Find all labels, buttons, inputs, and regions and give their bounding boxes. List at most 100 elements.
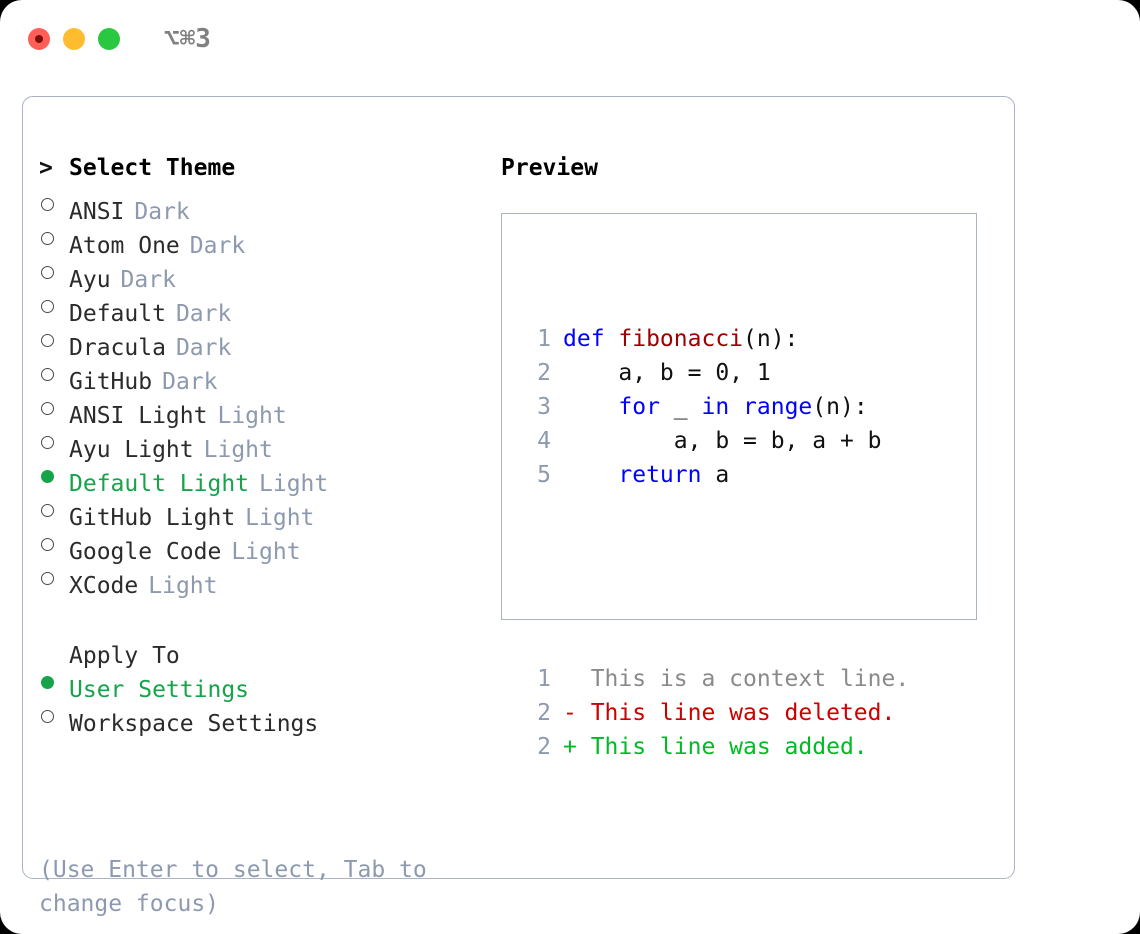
theme-option-variant-label: Light xyxy=(245,505,315,531)
diff-sample: 1 This is a context line. 2 - This line wa… xyxy=(521,662,909,764)
theme-list-header: > Select Theme xyxy=(39,151,489,185)
apply-to-header: Apply To xyxy=(39,629,489,669)
minimize-button[interactable] xyxy=(63,28,85,50)
code-text: def fibonacci(n): xyxy=(563,322,798,356)
theme-option-label: Ayu xyxy=(69,267,111,293)
theme-option-label: Default Light xyxy=(69,471,250,497)
code-line: 3 for _ in range(n): xyxy=(521,390,909,424)
apply-to-option-user-settings[interactable]: User Settings xyxy=(39,663,489,703)
theme-option-variant-label: Light xyxy=(231,539,301,565)
diff-line-deleted: 2 - This line was deleted. xyxy=(521,696,909,730)
radio-unselected-icon xyxy=(39,253,69,287)
theme-option-variant-label: Light xyxy=(203,437,273,463)
code-token-keyword: for xyxy=(618,394,660,420)
window-controls xyxy=(28,28,120,50)
code-blank-line xyxy=(521,560,909,594)
line-number: 1 xyxy=(537,326,551,352)
radio-unselected-icon xyxy=(39,697,69,731)
code-token-plain: a, b = 0, 1 xyxy=(563,360,771,386)
theme-option-ansi-light[interactable]: ANSI Light Light xyxy=(39,389,489,429)
theme-option-variant-label: Dark xyxy=(189,233,246,259)
theme-option-atom-one[interactable]: Atom One Dark xyxy=(39,219,489,259)
diff-line-added: 2 + This line was added. xyxy=(521,730,909,764)
keyboard-hint-text: (Use Enter to select, Tab to change focu… xyxy=(39,857,441,917)
theme-option-label: ANSI Light xyxy=(69,403,208,429)
code-token-plain: _ xyxy=(659,394,702,420)
radio-selected-icon xyxy=(39,663,69,697)
code-line: 2 a, b = 0, 1 xyxy=(521,356,909,390)
theme-option-label: Atom One xyxy=(69,233,180,259)
radio-unselected-icon xyxy=(39,423,69,457)
theme-option-ansi[interactable]: ANSI Dark xyxy=(39,185,489,225)
titlebar: ⌥⌘3 xyxy=(0,0,1140,78)
code-token-plain: (n): xyxy=(743,326,799,352)
line-number: 2 xyxy=(537,734,551,760)
keyboard-shortcut-label: ⌥⌘3 xyxy=(164,24,211,54)
code-text: return a xyxy=(563,458,729,492)
code-token-keyword: in xyxy=(701,394,730,420)
theme-option-variant-label: Light xyxy=(259,471,329,497)
line-number: 5 xyxy=(537,462,551,488)
apply-to-option-workspace-settings[interactable]: Workspace Settings xyxy=(39,697,489,737)
radio-unselected-icon xyxy=(39,491,69,525)
theme-option-label: XCode xyxy=(69,573,139,599)
code-token-plain: a, b = b, a + b xyxy=(563,428,882,454)
code-line: 4 a, b = b, a + b xyxy=(521,424,909,458)
code-token-plain xyxy=(563,462,618,488)
diff-text: This is a context line. xyxy=(563,666,910,692)
diff-line-context: 1 This is a context line. xyxy=(521,662,909,696)
line-number: 3 xyxy=(537,394,551,420)
theme-option-default[interactable]: Default Dark xyxy=(39,287,489,327)
theme-option-variant-label: Dark xyxy=(134,199,190,225)
theme-option-label: ANSI xyxy=(69,199,125,225)
diff-text: - This line was deleted. xyxy=(563,700,896,726)
close-button[interactable] xyxy=(28,28,50,50)
radio-selected-icon xyxy=(39,457,69,491)
diff-text: + This line was added. xyxy=(563,734,868,760)
code-token-plain xyxy=(729,394,743,420)
line-number: 2 xyxy=(537,700,551,726)
theme-option-variant-label: Dark xyxy=(175,301,232,327)
theme-option-xcode[interactable]: XCode Light xyxy=(39,559,489,599)
line-number: 1 xyxy=(537,666,551,692)
theme-option-label: Dracula xyxy=(69,335,166,361)
theme-option-label: GitHub xyxy=(69,369,153,395)
radio-unselected-icon xyxy=(39,389,69,423)
line-number: 2 xyxy=(537,360,551,386)
radio-unselected-icon xyxy=(39,287,69,321)
theme-option-variant-label: Dark xyxy=(120,267,176,293)
caret-icon: > xyxy=(39,155,53,181)
theme-option-variant-label: Light xyxy=(148,573,218,599)
radio-unselected-icon xyxy=(39,355,69,389)
code-text: a, b = b, a + b xyxy=(563,424,882,458)
theme-option-variant-label: Light xyxy=(217,403,287,429)
code-token-keyword: return xyxy=(618,462,702,488)
code-token-keyword: range xyxy=(743,394,813,420)
apply-to-header-marker xyxy=(39,629,69,663)
code-token-function: fibonacci xyxy=(618,326,744,352)
code-text: for _ in range(n): xyxy=(563,390,867,424)
theme-option-label: Default xyxy=(69,301,166,327)
radio-unselected-icon xyxy=(39,219,69,253)
radio-unselected-icon xyxy=(39,525,69,559)
theme-option-default-light[interactable]: Default Light Light xyxy=(39,457,489,497)
maximize-button[interactable] xyxy=(98,28,120,50)
code-token-plain: a xyxy=(701,462,730,488)
theme-option-ayu[interactable]: Ayu Dark xyxy=(39,253,489,293)
code-line: 5 return a xyxy=(521,458,909,492)
line-number: 4 xyxy=(537,428,551,454)
radio-unselected-icon xyxy=(39,559,69,593)
